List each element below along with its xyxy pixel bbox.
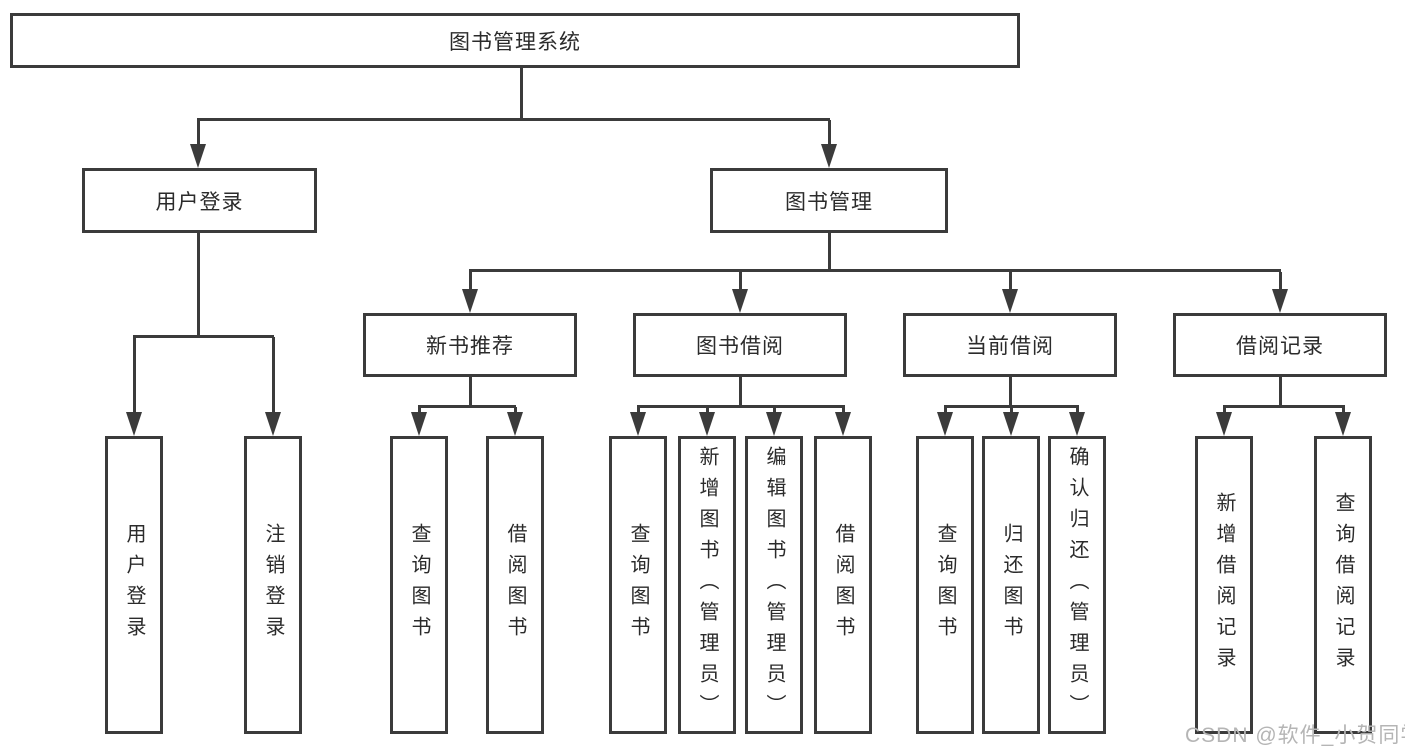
node-book-borrow: 图书借阅 (633, 313, 847, 377)
connector-drop-g3-1 (637, 407, 640, 415)
connector-drop-g4-2 (1010, 407, 1013, 415)
connector-root-trunk (520, 66, 523, 120)
leaf-query-borrow-record-label: 查询借阅记录 (1332, 492, 1354, 678)
leaf-query-books-borrow-label: 查询图书 (627, 523, 649, 647)
connector-drop-new-book (469, 272, 472, 289)
node-user-login: 用户登录 (82, 168, 317, 233)
arrowhead-g3-3 (766, 412, 782, 436)
connector-drop-g3-4 (842, 407, 845, 415)
connector-drop-g2-2 (514, 407, 517, 415)
node-borrow-records: 借阅记录 (1173, 313, 1387, 377)
arrowhead-g4-2 (1003, 412, 1019, 436)
connector-new-book-trunk (469, 377, 472, 408)
arrowhead-current-borrow (1002, 289, 1018, 313)
leaf-user-login: 用户登录 (105, 436, 163, 734)
connector-borrow-records-rail (1223, 405, 1345, 408)
connector-drop-g4-1 (944, 407, 947, 415)
connector-drop-user-login (197, 120, 200, 146)
leaf-logout: 注销登录 (244, 436, 302, 734)
node-root-label: 图书管理系统 (449, 30, 581, 54)
arrowhead-g3-2 (699, 412, 715, 436)
connector-level2-rail (197, 118, 830, 121)
arrowhead-g2-2 (507, 412, 523, 436)
connector-user-login-trunk (197, 233, 200, 337)
node-user-login-label: 用户登录 (155, 190, 244, 214)
node-current-borrow: 当前借阅 (903, 313, 1117, 377)
leaf-borrow-books-label: 借阅图书 (832, 523, 854, 647)
node-book-management: 图书管理 (710, 168, 948, 233)
watermark: CSDN @软件_小贺同学 (1185, 724, 1405, 747)
connector-book-management-trunk (828, 233, 831, 272)
node-borrow-records-label: 借阅记录 (1236, 335, 1324, 358)
leaf-return-books: 归还图书 (982, 436, 1040, 734)
leaf-user-login-label: 用户登录 (123, 523, 145, 647)
connector-borrow-records-trunk (1279, 377, 1282, 408)
leaf-return-books-label: 归还图书 (1000, 523, 1022, 647)
leaf-borrow-books: 借阅图书 (814, 436, 872, 734)
leaf-edit-books-admin-label: 编辑图书（管理员） (763, 445, 785, 725)
arrowhead-g4-1 (937, 412, 953, 436)
connector-user-login-rail (133, 335, 274, 338)
arrowhead-book-management (821, 144, 837, 168)
arrowhead-g5-2 (1335, 412, 1351, 436)
arrowhead-g3-4 (835, 412, 851, 436)
leaf-query-books-borrow: 查询图书 (609, 436, 667, 734)
leaf-add-borrow-record-label: 新增借阅记录 (1213, 492, 1235, 678)
node-book-borrow-label: 图书借阅 (696, 335, 784, 358)
node-root: 图书管理系统 (10, 13, 1020, 68)
leaf-add-books-admin: 新增图书（管理员） (678, 436, 736, 734)
connector-drop-book-borrow (739, 272, 742, 289)
arrowhead-book-borrow (732, 289, 748, 313)
connector-drop-g5-2 (1342, 407, 1345, 415)
arrowhead-g3-1 (630, 412, 646, 436)
node-current-borrow-label: 当前借阅 (966, 335, 1054, 358)
arrowhead-leaf-login (126, 412, 142, 436)
leaf-add-borrow-record: 新增借阅记录 (1195, 436, 1253, 734)
arrowhead-borrow-records (1272, 289, 1288, 313)
connector-book-borrow-trunk (739, 377, 742, 408)
connector-drop-g3-2 (706, 407, 709, 415)
leaf-query-borrow-record: 查询借阅记录 (1314, 436, 1372, 734)
node-new-book-recommend-label: 新书推荐 (426, 335, 514, 358)
connector-drop-borrow-records (1279, 272, 1282, 289)
arrowhead-leaf-logout (265, 412, 281, 436)
connector-drop-current-borrow (1009, 272, 1012, 289)
connector-drop-g4-3 (1076, 407, 1079, 415)
connector-current-borrow-rail (944, 405, 1079, 408)
connector-current-borrow-trunk (1009, 377, 1012, 408)
leaf-query-books-recommend-label: 查询图书 (408, 523, 430, 647)
connector-book-borrow-rail (637, 405, 845, 408)
arrowhead-g2-1 (411, 412, 427, 436)
arrowhead-g5-1 (1216, 412, 1232, 436)
connector-drop-g2-1 (418, 407, 421, 415)
connector-new-book-rail (418, 405, 516, 408)
leaf-edit-books-admin: 编辑图书（管理员） (745, 436, 803, 734)
leaf-query-books-current: 查询图书 (916, 436, 974, 734)
connector-drop-leaf-logout (272, 337, 275, 412)
leaf-query-books-current-label: 查询图书 (934, 523, 956, 647)
leaf-add-books-admin-label: 新增图书（管理员） (696, 445, 718, 725)
leaf-logout-label: 注销登录 (262, 523, 284, 647)
connector-drop-g3-3 (773, 407, 776, 415)
connector-level3-rail (469, 269, 1281, 272)
arrowhead-g4-3 (1069, 412, 1085, 436)
node-new-book-recommend: 新书推荐 (363, 313, 577, 377)
arrowhead-new-book (462, 289, 478, 313)
arrowhead-user-login (190, 144, 206, 168)
leaf-confirm-return-admin: 确认归还（管理员） (1048, 436, 1106, 734)
leaf-borrow-books-recommend: 借阅图书 (486, 436, 544, 734)
connector-drop-book-management (828, 120, 831, 146)
connector-drop-leaf-login (133, 337, 136, 412)
leaf-borrow-books-recommend-label: 借阅图书 (504, 523, 526, 647)
connector-drop-g5-1 (1223, 407, 1226, 415)
leaf-confirm-return-admin-label: 确认归还（管理员） (1066, 445, 1088, 725)
leaf-query-books-recommend: 查询图书 (390, 436, 448, 734)
node-book-management-label: 图书管理 (785, 190, 873, 214)
